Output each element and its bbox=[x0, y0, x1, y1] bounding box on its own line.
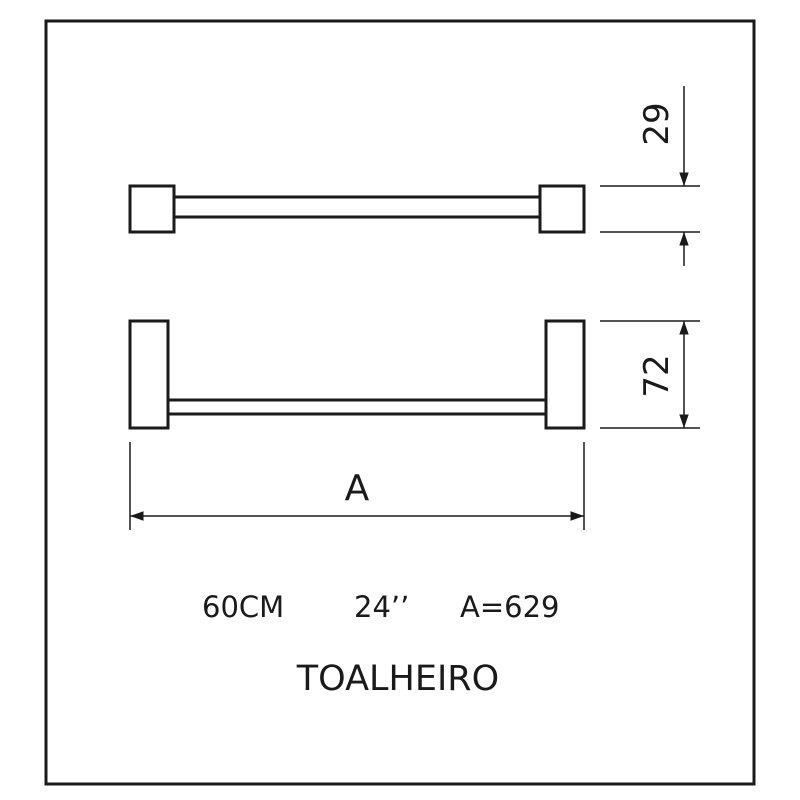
front-view-right-bracket bbox=[544, 319, 586, 430]
top-view-left-bracket bbox=[128, 184, 176, 234]
top-view-right-bracket bbox=[538, 184, 586, 234]
front-view bbox=[128, 319, 586, 430]
front-view-left-bracket bbox=[128, 319, 170, 430]
height-dimension: 72 bbox=[600, 320, 700, 429]
depth-dimension: 29 bbox=[600, 86, 700, 266]
height-dimension-label: 72 bbox=[637, 354, 677, 397]
top-view bbox=[128, 184, 586, 234]
a-value-label: A=629 bbox=[460, 590, 560, 624]
spec-line: 60CM 24’’ A=629 bbox=[202, 590, 560, 624]
depth-dimension-label: 29 bbox=[637, 102, 677, 145]
product-name: TOALHEIRO bbox=[296, 659, 499, 699]
size-cm-label: 60CM bbox=[202, 590, 284, 624]
length-dimension-label: A bbox=[345, 468, 370, 509]
drawing-frame bbox=[44, 19, 756, 786]
size-inch-label: 24’’ bbox=[354, 590, 409, 624]
length-dimension: A bbox=[129, 442, 585, 530]
